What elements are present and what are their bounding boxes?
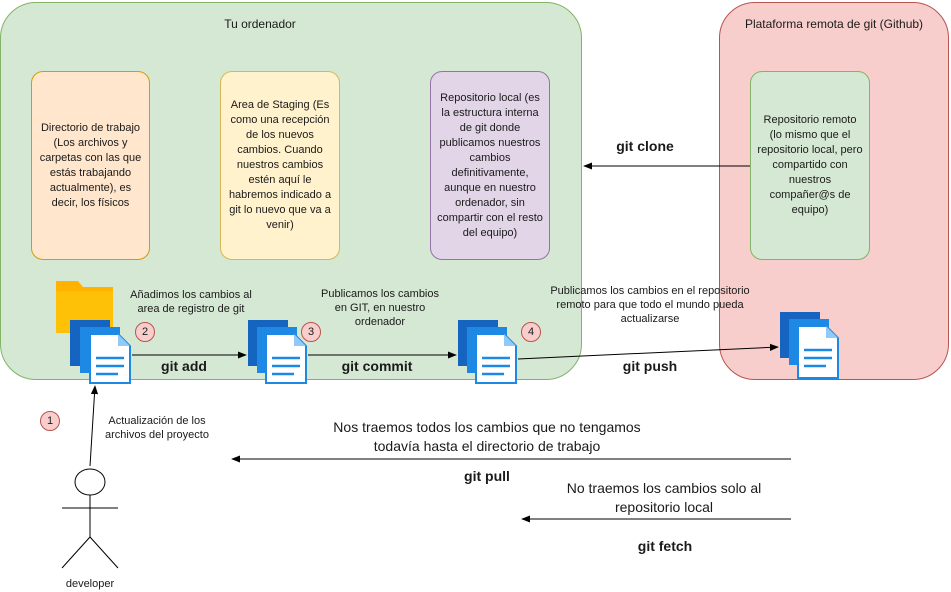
local-repository-text: Repositorio local (es la estructura inte…: [437, 91, 543, 239]
working-directory-text: Directorio de trabajo (Los archivos y ca…: [39, 121, 142, 209]
local-region-title: Tu ordenador: [224, 17, 296, 31]
developer-actor-icon: [61, 468, 119, 569]
git-push-label: git push: [622, 358, 678, 374]
git-pull-label: git pull: [464, 468, 510, 484]
developer-label: developer: [65, 578, 115, 590]
step-badge-3: 3: [301, 322, 321, 342]
git-add-description: Añadimos los cambios al area de registro…: [130, 289, 252, 315]
working-directory-card: Directorio de trabajo (Los archivos y ca…: [31, 71, 150, 260]
git-add-label: git add: [161, 358, 207, 374]
documents-icon-working: [70, 320, 131, 384]
git-fetch-label: git fetch: [637, 538, 693, 554]
staging-area-text: Area de Staging (Es como una recepción d…: [228, 99, 332, 231]
staging-area-card: Area de Staging (Es como una recepción d…: [220, 71, 340, 260]
step-badge-4: 4: [521, 322, 541, 342]
developer-update-arrow: [89, 385, 99, 467]
git-commit-description: Publicamos los cambios en GIT, en nuestr…: [321, 288, 439, 328]
documents-icon-remote-repo: [780, 312, 839, 379]
git-commit-label: git commit: [341, 358, 413, 374]
git-push-arrow: [517, 343, 779, 360]
remote-repository-text: Repositorio remoto (lo mismo que el repo…: [757, 114, 863, 216]
remote-repository-card: Repositorio remoto (lo mismo que el repo…: [750, 71, 870, 260]
git-clone-label: git clone: [616, 138, 674, 154]
step-badge-2: 2: [135, 322, 155, 342]
git-fetch-description: No traemos los cambios solo al repositor…: [566, 480, 762, 515]
remote-region-title: Plataforma remota de git (Github): [744, 17, 924, 31]
update-description: Actualización de los archivos del proyec…: [105, 415, 209, 441]
documents-icon-staging: [248, 320, 307, 384]
git-pull-description: Nos traemos todos los cambios que no ten…: [333, 419, 641, 454]
git-push-description: Publicamos los cambios en el repositorio…: [550, 285, 750, 325]
local-repository-card: Repositorio local (es la estructura inte…: [430, 71, 550, 260]
step-badge-1: 1: [40, 411, 60, 431]
documents-icon-local-repo: [458, 320, 517, 384]
